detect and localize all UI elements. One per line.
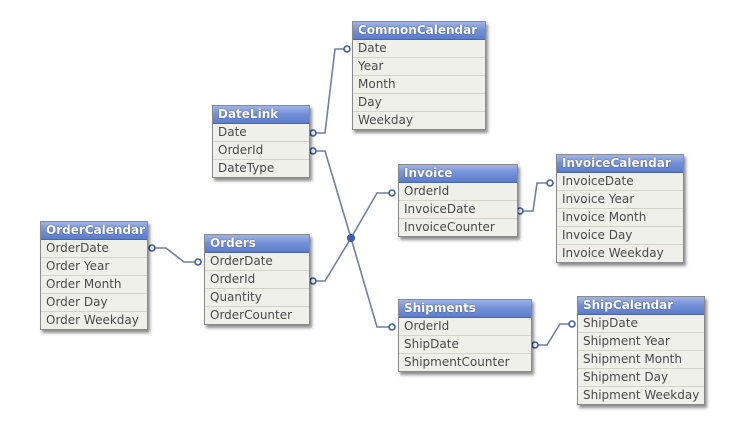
table-common-calendar[interactable]: CommonCalendar Date Year Month Day Weekd… (352, 21, 486, 130)
table-order-calendar[interactable]: OrderCalendar OrderDate Order Year Order… (40, 221, 148, 330)
link-dot (343, 45, 351, 53)
field-quantity[interactable]: Quantity (205, 289, 309, 307)
field-shipment-day[interactable]: Shipment Day (578, 369, 704, 387)
link-dot (388, 323, 396, 331)
field-ship-date[interactable]: ShipDate (399, 336, 531, 354)
field-order-id[interactable]: OrderId (399, 183, 517, 201)
link-dot (309, 129, 317, 137)
link-dot (194, 258, 202, 266)
field-invoice-month[interactable]: Invoice Month (557, 209, 683, 227)
table-invoice-calendar[interactable]: InvoiceCalendar InvoiceDate Invoice Year… (556, 154, 684, 263)
field-shipment-year[interactable]: Shipment Year (578, 333, 704, 351)
link-invoice-orderid (350, 192, 392, 239)
link-shipments-shipcalendar (535, 323, 572, 346)
table-title[interactable]: Orders (205, 235, 309, 253)
field-order-id[interactable]: OrderId (205, 271, 309, 289)
link-ordercalendar-orders (152, 247, 198, 263)
table-date-link[interactable]: DateLink Date OrderId DateType (212, 105, 310, 178)
field-order-id[interactable]: OrderId (399, 318, 531, 336)
table-title[interactable]: InvoiceCalendar (557, 155, 683, 173)
field-order-month[interactable]: Order Month (41, 276, 147, 294)
field-shipment-weekday[interactable]: Shipment Weekday (583, 388, 700, 402)
table-title[interactable]: CommonCalendar (353, 22, 485, 40)
field-order-date[interactable]: OrderDate (41, 240, 147, 258)
field-invoice-date[interactable]: InvoiceDate (399, 201, 517, 219)
table-shipments[interactable]: Shipments OrderId ShipDate ShipmentCount… (398, 299, 532, 372)
table-ship-calendar[interactable]: ShipCalendar ShipDate Shipment Year Ship… (577, 296, 705, 405)
field-order-date[interactable]: OrderDate (205, 253, 309, 271)
table-title[interactable]: OrderCalendar (41, 222, 147, 240)
field-shipment-month[interactable]: Shipment Month (578, 351, 704, 369)
table-orders[interactable]: Orders OrderDate OrderId Quantity OrderC… (204, 234, 310, 325)
field-date-type[interactable]: DateType (218, 161, 275, 175)
field-day[interactable]: Day (353, 94, 485, 112)
link-dot (309, 147, 317, 155)
junction-dot (346, 233, 356, 243)
link-dot (531, 341, 539, 349)
link-dot (309, 277, 317, 285)
field-invoice-day[interactable]: Invoice Day (557, 227, 683, 245)
field-month[interactable]: Month (353, 76, 485, 94)
table-invoice[interactable]: Invoice OrderId InvoiceDate InvoiceCount… (398, 164, 518, 237)
field-order-day[interactable]: Order Day (41, 294, 147, 312)
field-order-counter[interactable]: OrderCounter (210, 308, 293, 322)
table-title[interactable]: Invoice (399, 165, 517, 183)
field-year[interactable]: Year (353, 58, 485, 76)
table-title[interactable]: DateLink (213, 106, 309, 124)
field-invoice-year[interactable]: Invoice Year (557, 191, 683, 209)
field-ship-date[interactable]: ShipDate (578, 315, 704, 333)
link-dot (568, 320, 576, 328)
field-invoice-weekday[interactable]: Invoice Weekday (562, 246, 664, 260)
field-shipment-counter[interactable]: ShipmentCounter (404, 355, 510, 369)
link-invoice-invoicecalendar (520, 182, 550, 212)
field-date[interactable]: Date (213, 124, 309, 142)
table-title[interactable]: ShipCalendar (578, 297, 704, 315)
link-dot (388, 189, 396, 197)
field-weekday[interactable]: Weekday (358, 113, 413, 127)
link-orders-orderid (313, 237, 352, 282)
link-datelink-orderid (313, 150, 352, 239)
field-date[interactable]: Date (353, 40, 485, 58)
field-order-weekday[interactable]: Order Weekday (46, 313, 139, 327)
field-invoice-counter[interactable]: InvoiceCounter (404, 220, 495, 234)
field-invoice-date[interactable]: InvoiceDate (557, 173, 683, 191)
link-dot (546, 179, 554, 187)
field-order-id[interactable]: OrderId (213, 142, 309, 160)
link-datelink-commoncalendar (313, 48, 347, 134)
table-title[interactable]: Shipments (399, 300, 531, 318)
link-dot (148, 244, 156, 252)
link-shipments-orderid (350, 237, 392, 328)
field-order-year[interactable]: Order Year (41, 258, 147, 276)
